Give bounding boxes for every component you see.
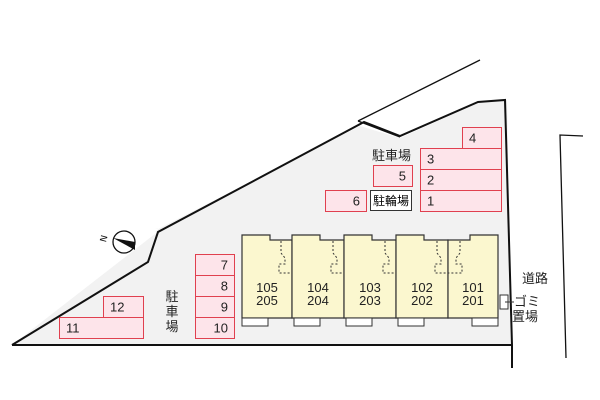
slot-number: 1 [427,193,435,209]
road-notch [357,120,401,138]
parking-slot-5: 5 [373,165,413,187]
parking-slot-2: 2 [420,169,502,191]
unit-lower: 102 [411,280,433,295]
svg-text:N: N [99,234,110,243]
parking-slot-7: 7 [195,254,235,276]
garbage-label-1: ゴミ [514,295,541,310]
unit-lower: 103 [359,280,381,295]
unit-upper: 202 [411,293,433,308]
unit-upper: 204 [307,293,329,308]
road-edge-top [357,59,481,122]
slot-number: 12 [110,299,125,315]
slot-number: 10 [213,320,228,336]
parking-slot-1: 1 [420,190,502,212]
slot-number: 6 [352,193,360,209]
north-arrow-icon: N [99,230,136,254]
slot-number: 2 [427,172,435,188]
slot-number: 5 [398,168,406,184]
char: 場 [165,320,179,335]
char: 車 [165,305,179,320]
parking-slot-3: 3 [420,148,502,170]
unit-upper: 201 [462,293,484,308]
unit-upper: 203 [359,293,381,308]
slot-number: 8 [220,278,228,294]
unit-lower: 104 [307,280,329,295]
parking-slot-4: 4 [462,127,502,149]
slot-number: 3 [427,151,435,167]
char: 駐 [165,290,179,305]
parking-slot-12: 12 [103,296,144,318]
parking-label-top: 駐車場 [372,149,412,164]
slot-number: 4 [469,130,477,146]
stairs-dashed [278,241,463,274]
parking-slot-8: 8 [195,275,235,297]
garbage-label-2: 置場 [512,310,539,325]
building [241,234,499,319]
balconies [241,317,499,327]
bicycle-parking-label: 駐輪場 [370,190,413,211]
road-edge-right [559,134,584,359]
parking-slot-9: 9 [195,296,235,318]
road-label: 道路 [522,272,549,287]
unit-lower: 101 [462,280,484,295]
unit-upper: 205 [256,293,278,308]
slot-number: 11 [66,320,80,336]
parking-slot-6: 6 [325,190,367,212]
parking-slot-11: 11 [59,317,144,339]
unit-lower: 105 [256,280,278,295]
slot-number: 9 [220,299,228,315]
parking-label-left: 駐 車 場 [165,290,179,335]
slot-number: 7 [220,257,228,273]
parking-slot-10: 10 [195,317,235,339]
lot-outline [11,98,513,368]
